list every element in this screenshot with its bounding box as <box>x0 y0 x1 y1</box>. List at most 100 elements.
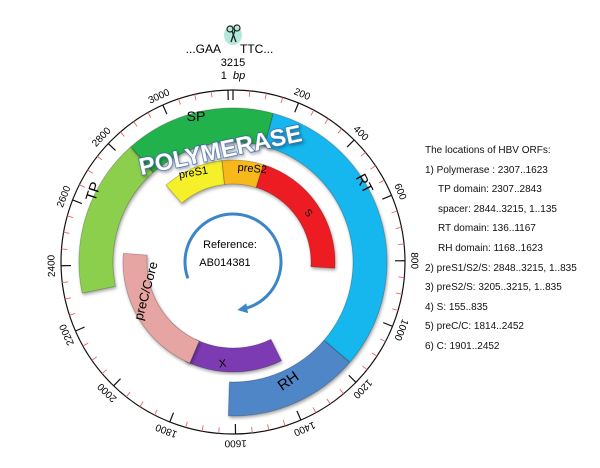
unit-suffix: bp <box>233 70 245 82</box>
minor-tick <box>79 184 85 188</box>
minor-tick <box>312 407 317 413</box>
minor-tick <box>280 97 284 104</box>
minor-tick <box>392 308 399 311</box>
major-tick <box>348 374 357 383</box>
minor-tick <box>398 243 405 246</box>
legend-item: 2) preS1/S2/S: 2848..3215, 1..835 <box>425 262 577 274</box>
minor-tick <box>398 276 405 278</box>
cut-site-header: ...GAA TTC... 3215 1 bp <box>186 24 273 82</box>
minor-tick <box>395 292 403 295</box>
minor-tick <box>201 425 204 432</box>
minor-tick <box>63 231 70 234</box>
major-tick <box>107 143 116 151</box>
minor-tick <box>87 169 93 174</box>
ring-tick-label: 2400 <box>46 254 57 277</box>
minor-tick <box>133 121 138 127</box>
minor-tick <box>91 356 98 361</box>
major-tick <box>296 410 302 421</box>
minor-tick <box>371 352 378 357</box>
major-tick <box>113 378 121 387</box>
minor-tick <box>120 131 125 137</box>
minor-tick <box>379 338 386 343</box>
minor-tick <box>178 98 181 105</box>
sp-label: SP <box>187 108 206 124</box>
minor-tick <box>139 401 144 407</box>
cut-site-left: ...GAA <box>186 42 221 56</box>
major-tick <box>382 194 392 200</box>
major-tick <box>383 322 393 327</box>
minor-tick <box>339 388 344 394</box>
major-tick <box>169 412 175 423</box>
legend-item: 1) Polymerase : 2307..1623 <box>425 164 548 176</box>
major-tick <box>162 104 168 115</box>
minor-tick <box>147 112 152 118</box>
orf-legend: The locations of HBV ORFs: 1) Polymerase… <box>425 141 597 357</box>
minor-tick <box>360 151 366 157</box>
minor-tick <box>267 424 270 431</box>
ring-ticks <box>61 90 405 434</box>
legend-item: 5) preC/C: 1814..2452 <box>425 321 524 333</box>
x-label: X <box>218 358 227 371</box>
minor-tick <box>101 369 107 374</box>
minor-tick <box>324 118 329 124</box>
rt-arc <box>264 112 388 363</box>
legend-item: RH domain: 1168..1623 <box>438 242 543 254</box>
minor-tick <box>69 313 76 316</box>
unit-label: 1 bp <box>221 70 245 82</box>
ring-tick-label: 3000 <box>147 87 172 106</box>
legend-item: 4) S: 155..835 <box>425 301 488 313</box>
minor-tick <box>194 94 197 101</box>
ring-tick-label: 2200 <box>58 322 77 347</box>
minor-tick <box>337 128 343 134</box>
major-tick <box>346 139 355 148</box>
direction-arrow <box>183 212 283 314</box>
ring-tick-label: 800 <box>408 252 419 269</box>
legend-item: RT domain: 136..1167 <box>438 223 536 235</box>
minor-tick <box>125 391 131 398</box>
minor-tick <box>154 409 158 416</box>
minor-tick <box>370 165 376 170</box>
scissors-icon <box>224 24 242 45</box>
unit-number: 1 <box>221 70 227 82</box>
minor-tick <box>82 342 89 347</box>
minor-tick <box>264 93 267 100</box>
orf-arcs <box>78 107 388 417</box>
reference-accession: AB014381 <box>199 257 250 269</box>
s-arc <box>255 164 336 269</box>
minor-tick <box>64 297 72 300</box>
ring-tick-label: 1600 <box>224 437 247 448</box>
minor-tick <box>97 155 103 161</box>
position-label: 3215 <box>221 57 245 69</box>
minor-tick <box>326 398 331 405</box>
tp-label: TP <box>83 180 105 203</box>
minor-tick <box>185 421 188 428</box>
legend-title: The locations of HBV ORFs: <box>425 145 551 156</box>
minor-tick <box>310 109 315 116</box>
minor-tick <box>282 420 286 427</box>
minor-tick <box>391 210 398 214</box>
x-arc <box>184 338 283 373</box>
pres1-label: preS1 <box>178 165 209 182</box>
minor-tick <box>62 281 69 283</box>
ring-tick-label: 200 <box>292 87 312 104</box>
prec-core-arc <box>122 252 200 364</box>
legend-item: TP domain: 2307..2843 <box>438 184 542 196</box>
legend-item: spacer: 2844..3215, 1..135 <box>438 203 557 215</box>
reference-label: Reference: <box>203 239 257 251</box>
major-tick <box>72 199 83 205</box>
minor-tick <box>67 215 74 218</box>
minor-tick <box>210 91 213 98</box>
legend-item: 6) C: 1901..2452 <box>425 340 500 352</box>
minor-tick <box>362 365 368 371</box>
legend-item: 3) preS2/S: 3205..3215, 1..835 <box>425 282 562 294</box>
pres2-label: preS2 <box>237 162 267 177</box>
minor-tick <box>251 426 253 433</box>
minor-tick <box>395 226 402 230</box>
minor-tick <box>378 179 385 184</box>
rh-arc <box>227 339 351 417</box>
major-tick <box>75 326 85 332</box>
minor-tick <box>248 90 251 97</box>
cut-site-right: TTC... <box>240 42 273 56</box>
ring-tick-label: 600 <box>391 182 408 202</box>
